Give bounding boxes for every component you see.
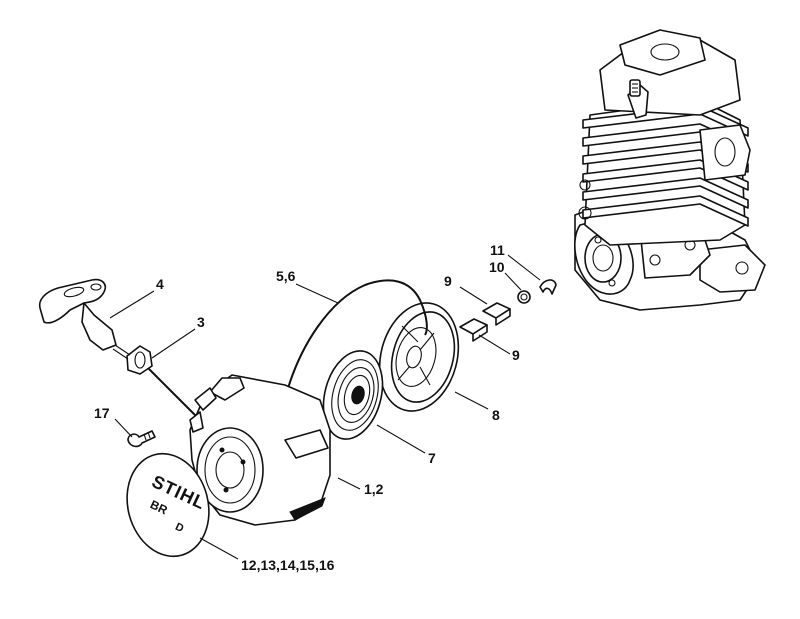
callout-5-6: 5,6 — [276, 268, 296, 284]
washer-part-10 — [517, 290, 531, 304]
callout-12-16: 12,13,14,15,16 — [241, 557, 335, 573]
fan-housing-part-1-2 — [189, 374, 331, 526]
pawl-part-9-lower — [459, 318, 488, 342]
callout-1-2: 1,2 — [364, 481, 384, 497]
decal-part-12-16: STIHL BR D — [126, 452, 210, 558]
pawl-part-9-upper — [482, 302, 511, 326]
callout-17: 17 — [94, 405, 110, 421]
callout-labels: 4 3 5,6 17 1,2 7 8 9 9 10 11 12,13,14,15… — [94, 242, 520, 573]
starter-grip-part-4 — [38, 278, 117, 351]
callout-3: 3 — [197, 314, 205, 330]
engine-cylinder — [574, 29, 766, 311]
callout-9-upper: 9 — [444, 273, 452, 289]
screw-part-17 — [127, 430, 156, 448]
decal-model-text: BR — [148, 497, 170, 517]
rope-guide-part-3 — [112, 344, 153, 375]
rope-rotor-part-8 — [378, 302, 460, 412]
starter-rope-part-5-6 — [285, 279, 428, 396]
callout-7: 7 — [428, 450, 436, 466]
callout-4: 4 — [156, 276, 164, 292]
callout-11: 11 — [490, 242, 505, 258]
leader-lines — [109, 254, 541, 560]
rewind-spring-part-7 — [322, 350, 384, 440]
callout-8: 8 — [492, 407, 500, 423]
spring-clip-part-11 — [539, 279, 557, 295]
callout-9-lower: 9 — [512, 347, 520, 363]
callout-10: 10 — [489, 259, 505, 275]
